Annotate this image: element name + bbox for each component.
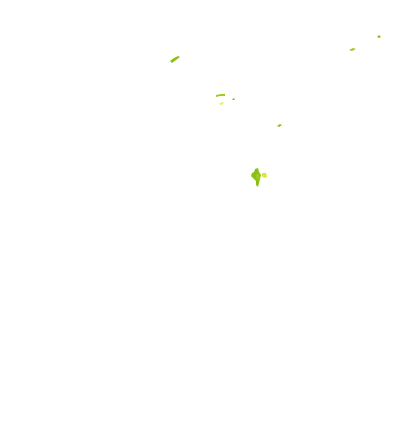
patch-right-small <box>277 124 282 127</box>
patch-center-dot <box>219 102 224 105</box>
patches-layer <box>170 35 381 187</box>
patch-center-bar <box>216 94 225 97</box>
patch-upper-right-a <box>349 48 356 51</box>
patch-main-yellow <box>262 173 267 178</box>
patch-upper-right-b <box>377 35 381 38</box>
patch-upper-left <box>170 56 180 63</box>
patch-main-cluster-2 <box>256 174 260 180</box>
patch-center-small <box>232 98 235 100</box>
